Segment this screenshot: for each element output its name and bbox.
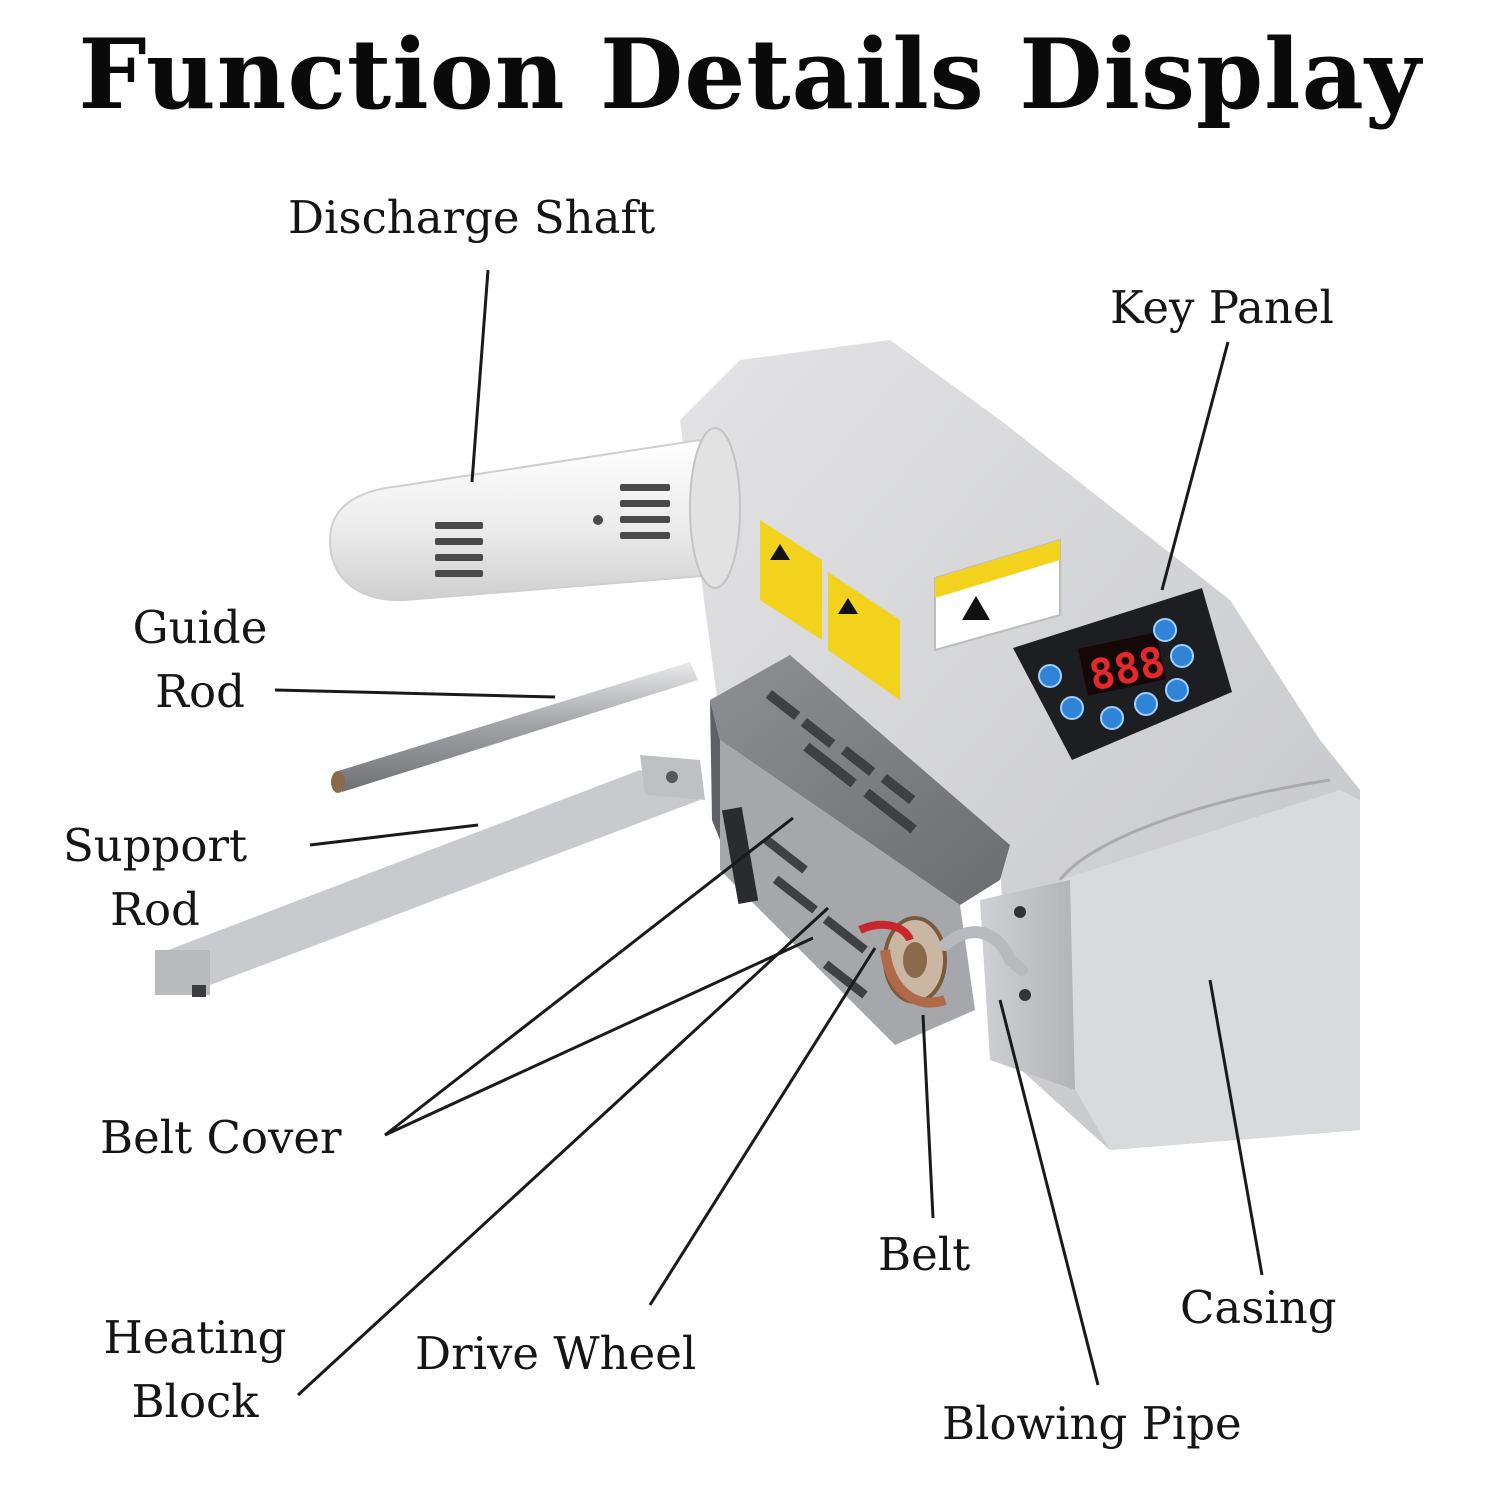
label-heating-block-line1: Heating — [103, 1311, 287, 1364]
discharge-shaft — [328, 427, 741, 602]
label-belt-cover: Belt Cover — [100, 1111, 342, 1164]
guide-rod — [331, 662, 698, 793]
label-support-rod: Support Rod — [40, 814, 270, 942]
leader-blowing-pipe — [998, 999, 1100, 1386]
support-rod — [155, 755, 705, 997]
label-belt: Belt — [878, 1228, 971, 1281]
label-casing: Casing — [1180, 1281, 1337, 1334]
label-guide-rod-line1: Guide — [132, 601, 268, 654]
label-heating-block: Heating Block — [90, 1306, 300, 1434]
leader-belt — [921, 1014, 935, 1219]
leader-heating-block — [296, 906, 830, 1397]
key-panel: 888 — [1013, 588, 1232, 760]
label-guide-rod: Guide Rod — [110, 596, 290, 724]
leader-guide-rod — [274, 688, 556, 699]
page-title: Function Details Display — [78, 18, 1422, 131]
leader-belt-cover-b — [384, 936, 814, 1137]
belt — [880, 949, 947, 1008]
leader-belt-cover-a — [384, 816, 794, 1137]
label-drive-wheel: Drive Wheel — [415, 1327, 697, 1380]
label-support-rod-line1: Support — [62, 819, 248, 872]
label-support-rod-line2: Rod — [110, 883, 200, 936]
label-heating-block-line2: Block — [131, 1375, 259, 1428]
casing — [680, 340, 1360, 1150]
leader-drive-wheel — [648, 947, 877, 1306]
warning-stickers — [760, 520, 1061, 700]
label-blowing-pipe: Blowing Pipe — [942, 1397, 1242, 1450]
leader-key-panel — [1160, 341, 1230, 591]
blowing-pipe — [939, 906, 1031, 1001]
leader-lines — [274, 269, 1264, 1397]
leader-support-rod — [309, 823, 479, 847]
label-discharge-shaft: Discharge Shaft — [288, 191, 656, 244]
leader-casing — [1208, 979, 1264, 1276]
label-guide-rod-line2: Rod — [155, 665, 245, 718]
leader-discharge-shaft — [470, 269, 490, 483]
label-key-panel: Key Panel — [1110, 281, 1334, 334]
